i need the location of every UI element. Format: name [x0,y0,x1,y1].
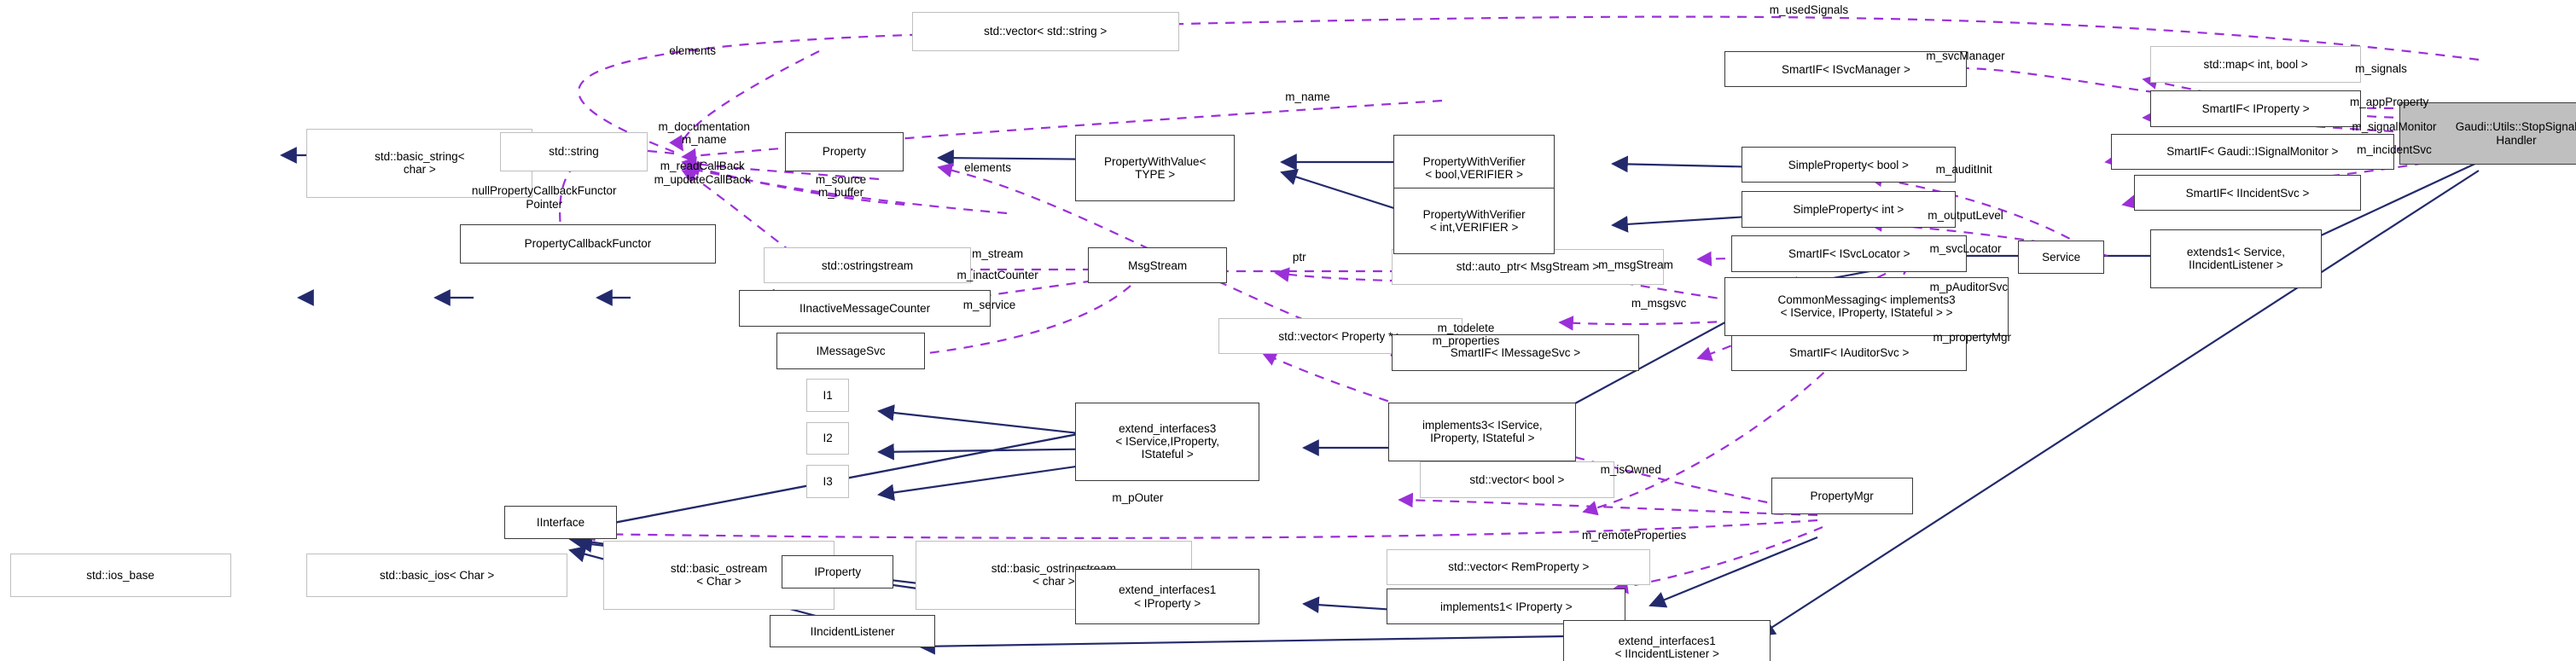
edge-label-msg_stream: m_msgStream [1598,258,1673,272]
class-node-iinactivemsgcounter[interactable]: IInactiveMessageCounter [738,290,991,327]
edge-label-inact_counter: m_inactCounter [957,268,1038,281]
class-node-basic_string[interactable]: std::basic_string< char > [306,128,533,198]
class-node-propwithvalue[interactable]: PropertyWithValue< TYPE > [1074,135,1236,201]
class-node-i3[interactable]: I3 [805,464,850,498]
edge-label-service: m_service [962,298,1016,311]
edge-label-audit_init: m_auditInit [1935,163,1992,177]
edge-label-incident_svc: m_incidentSvc [2357,143,2432,157]
class-node-extend_if3[interactable]: extend_interfaces3 < IService,IProperty,… [1074,402,1260,482]
edge-label-signals: m_signals [2355,62,2407,76]
class-node-smartif_isignalmon[interactable]: SmartIF< Gaudi::ISignalMonitor > [2110,133,2394,171]
class-node-service[interactable]: Service [2018,241,2104,274]
class-node-iincidentlistener[interactable]: IIncidentListener [770,614,935,648]
class-node-i1[interactable]: I1 [805,379,850,413]
edge-label-pauditor_svc: m_pAuditorSvc [1929,280,2009,293]
edge-label-read_callback: m_readCallBack m_updateCallBack [654,159,751,186]
edge-label-msgsvc: m_msgsvc [1631,296,1687,310]
edge-label-app_property: m_appProperty [2350,96,2429,109]
edge-label-property_mgr: m_propertyMgr [1933,331,2012,345]
class-node-map_int_bool[interactable]: std::map< int, bool > [2149,46,2362,83]
edge-label-used_signals: m_usedSignals [1769,3,1849,16]
class-node-vector_bool[interactable]: std::vector< bool > [1419,461,1614,498]
class-node-msgstream[interactable]: MsgStream [1088,246,1227,284]
edge-label-elements_top: elements [669,44,717,58]
class-node-i2[interactable]: I2 [805,421,850,455]
class-node-extend_if1_iprop[interactable]: extend_interfaces1 < IProperty > [1074,568,1260,625]
edge-label-remote_properties: m_remoteProperties [1581,529,1687,542]
class-node-propertymgr[interactable]: PropertyMgr [1771,478,1913,514]
class-node-simpleprop_int[interactable]: SimpleProperty< int > [1741,191,1956,228]
class-node-implements3[interactable]: implements3< IService, IProperty, IState… [1388,402,1577,462]
class-node-iproperty[interactable]: IProperty [782,555,894,589]
class-node-property[interactable]: Property [784,131,904,171]
class-node-smartif_iauditorsvc[interactable]: SmartIF< IAuditorSvc > [1731,334,1968,371]
class-node-basic_ios[interactable]: std::basic_ios< Char > [306,554,567,597]
class-node-vector_string[interactable]: std::vector< std::string > [911,11,1179,51]
edge-label-null_functor: nullPropertyCallbackFunctor Pointer [471,184,617,211]
edge-label-elements_prop: elements [964,161,1011,175]
edge-label-pouter: m_pOuter [1112,490,1164,504]
class-node-std_string[interactable]: std::string [499,131,648,171]
class-node-extend_if1_iil[interactable]: extend_interfaces1 < IIncidentListener > [1563,619,1771,661]
edge-label-is_owned: m_isOwned [1600,463,1661,477]
class-node-iinterface[interactable]: IInterface [504,506,617,539]
class-node-vector_remproperty[interactable]: std::vector< RemProperty > [1387,548,1651,586]
edge-label-ptr: ptr [1292,250,1306,264]
class-node-propverif_int[interactable]: PropertyWithVerifier < int,VERIFIER > [1393,188,1555,254]
edge-label-signal_monitor: m_signalMonitor [2352,120,2437,134]
class-node-smartif_isvclocator[interactable]: SmartIF< ISvcLocator > [1731,235,1968,272]
class-node-implements1_iprop[interactable]: implements1< IProperty > [1387,588,1626,625]
class-node-ios_base[interactable]: std::ios_base [9,554,231,597]
edge-label-documentation: m_documentation m_name [658,120,750,147]
edge-label-svc_manager: m_svcManager [1926,49,2005,62]
class-node-simpleprop_bool[interactable]: SimpleProperty< bool > [1741,146,1956,183]
class-node-smartif_iproperty[interactable]: SmartIF< IProperty > [2149,90,2362,127]
class-node-extends1_service[interactable]: extends1< Service, IIncidentListener > [2149,229,2322,289]
edge-label-svc_locator: m_svcLocator [1929,242,2002,256]
class-node-commonmessaging[interactable]: CommonMessaging< implements3 < IService,… [1724,276,2009,337]
class-node-callbackfunctor[interactable]: PropertyCallbackFunctor [460,223,716,264]
edge-label-output_level: m_outputLevel [1928,209,2003,223]
class-node-smartif_imessagesvc[interactable]: SmartIF< IMessageSvc > [1392,334,1639,371]
edge-label-name_mid: m_name [1285,90,1330,104]
edge-label-stream: m_stream [972,246,1024,260]
class-node-ostringstream[interactable]: std::ostringstream [763,246,972,284]
class-node-stopsignalhandler[interactable]: Gaudi::Utils::StopSignal Handler [2399,101,2576,165]
class-node-imessagesvc[interactable]: IMessageSvc [776,333,926,369]
edge-label-todelete: m_todelete m_properties [1432,321,1500,347]
class-node-smartif_isvcmanager[interactable]: SmartIF< ISvcManager > [1724,50,1968,88]
edge-label-source_buffer: m_source m_buffer [815,172,867,200]
class-node-smartif_iincidentsvc[interactable]: SmartIF< IIncidentSvc > [2133,174,2362,212]
class-node-auto_ptr_msgstream[interactable]: std::auto_ptr< MsgStream > [1392,248,1664,286]
